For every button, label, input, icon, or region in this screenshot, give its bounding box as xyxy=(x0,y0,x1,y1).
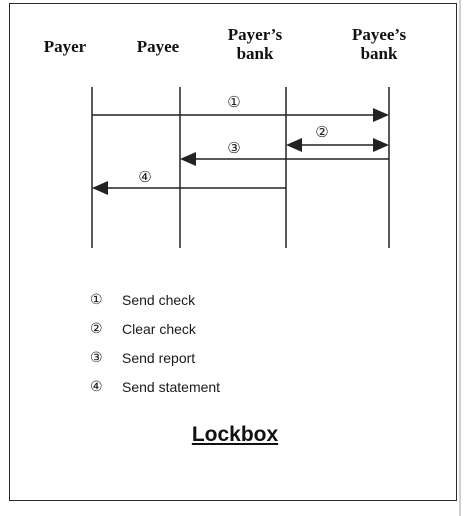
legend-label-4: Send statement xyxy=(122,378,221,395)
header-payer: Payer xyxy=(30,37,100,56)
diagram-title: Lockbox xyxy=(191,423,279,446)
message-3-number: ③ xyxy=(227,139,240,157)
header-payer-bank-line1: Payer’s xyxy=(227,25,283,44)
legend: ① Send check ② Clear check ③ Send report… xyxy=(90,285,220,401)
message-3-arrow xyxy=(180,152,389,166)
header-payee-bank: Payee’s bank xyxy=(336,25,422,63)
legend-number-1: ① xyxy=(90,291,103,307)
legend-number-3: ③ xyxy=(90,349,103,365)
legend-label-1: Send check xyxy=(122,291,196,308)
message-1-number: ① xyxy=(227,93,240,111)
legend-label-2: Clear check xyxy=(122,320,196,337)
legend-item-4: ④ Send statement xyxy=(90,372,220,401)
header-payee-bank-line1: Payee’s xyxy=(351,25,407,44)
diagram-frame xyxy=(9,3,457,501)
header-payee: Payee xyxy=(123,37,193,56)
legend-number-2: ② xyxy=(90,320,103,336)
header-payer-bank: Payer’s bank xyxy=(212,25,298,63)
message-4-number: ④ xyxy=(138,168,151,186)
message-4-arrow xyxy=(92,181,286,195)
message-2-number: ② xyxy=(315,123,328,141)
message-1-arrow xyxy=(92,108,389,122)
legend-item-1: ① Send check xyxy=(90,285,220,314)
header-payee-bank-line2: bank xyxy=(360,44,398,63)
message-2-arrow xyxy=(286,138,389,152)
legend-label-3: Send report xyxy=(122,349,196,366)
header-payer-line1: Payer xyxy=(43,37,87,56)
legend-item-2: ② Clear check xyxy=(90,314,220,343)
legend-number-4: ④ xyxy=(90,378,103,394)
legend-item-3: ③ Send report xyxy=(90,343,220,372)
header-payee-line1: Payee xyxy=(136,37,180,56)
header-payer-bank-line2: bank xyxy=(236,44,274,63)
page-edge xyxy=(459,0,461,516)
